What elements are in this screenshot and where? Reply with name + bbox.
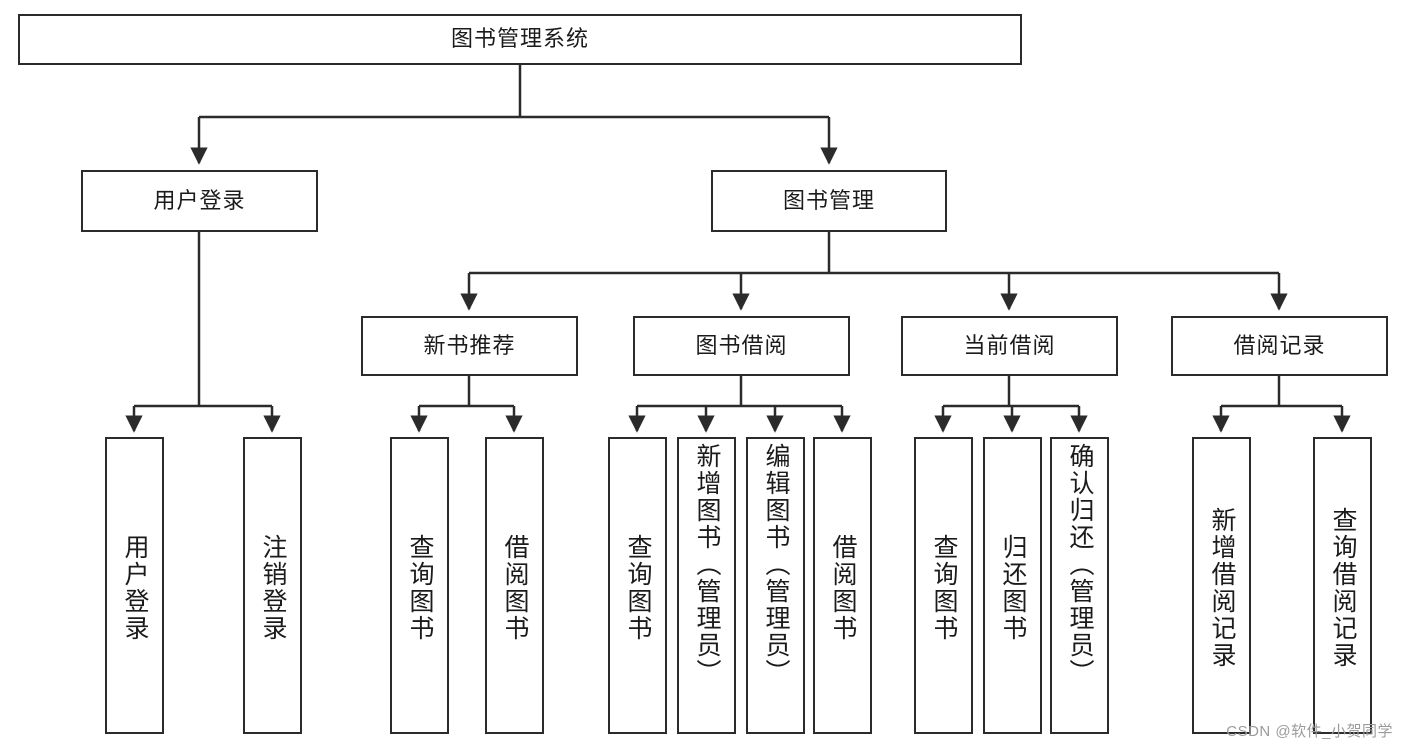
leaf-node-label: 查询图书 <box>930 533 958 642</box>
leaf-node-label: 用户登录 <box>121 533 149 642</box>
node-root[interactable]: 图书管理系统 <box>18 14 1022 65</box>
leaf-node[interactable]: 新增借阅记录 <box>1192 437 1251 734</box>
leaf-node-label: 注销登录 <box>259 533 287 642</box>
node-book-management[interactable]: 图书管理 <box>711 170 947 232</box>
leaf-node[interactable]: 查询图书 <box>608 437 667 734</box>
node-root-label: 图书管理系统 <box>450 26 589 52</box>
leaf-node[interactable]: 用户登录 <box>105 437 164 734</box>
leaf-node[interactable]: 查询借阅记录 <box>1313 437 1372 734</box>
leaf-node[interactable]: 注销登录 <box>243 437 302 734</box>
leaf-node[interactable]: 查询图书 <box>914 437 973 734</box>
leaf-node[interactable]: 确认归还（管理员） <box>1050 437 1109 734</box>
node-new-book-recommend[interactable]: 新书推荐 <box>361 316 578 376</box>
node-user-login-label: 用户登录 <box>153 187 246 213</box>
node-book-borrow-label: 图书借阅 <box>695 332 788 358</box>
node-book-management-label: 图书管理 <box>782 187 875 213</box>
leaf-node[interactable]: 编辑图书（管理员） <box>746 437 805 734</box>
leaf-node-label: 新增借阅记录 <box>1208 506 1236 669</box>
node-new-book-recommend-label: 新书推荐 <box>423 332 516 358</box>
leaf-node-label: 新增图书（管理员） <box>693 443 721 686</box>
node-book-borrow[interactable]: 图书借阅 <box>633 316 850 376</box>
leaf-node-label: 借阅图书 <box>501 533 529 642</box>
leaf-node-label: 查询图书 <box>624 533 652 642</box>
node-borrow-records[interactable]: 借阅记录 <box>1171 316 1388 376</box>
leaf-node-label: 借阅图书 <box>829 533 857 642</box>
leaf-node[interactable]: 借阅图书 <box>485 437 544 734</box>
leaf-node[interactable]: 借阅图书 <box>813 437 872 734</box>
node-user-login[interactable]: 用户登录 <box>81 170 318 232</box>
leaf-node-label: 查询借阅记录 <box>1329 506 1357 669</box>
node-borrow-records-label: 借阅记录 <box>1233 332 1326 358</box>
leaf-node[interactable]: 新增图书（管理员） <box>677 437 736 734</box>
leaf-node-label: 查询图书 <box>406 533 434 642</box>
leaf-node-label: 归还图书 <box>999 533 1027 642</box>
node-current-borrow[interactable]: 当前借阅 <box>901 316 1118 376</box>
leaf-node-label: 编辑图书（管理员） <box>762 443 790 686</box>
leaf-node[interactable]: 归还图书 <box>983 437 1042 734</box>
leaf-node[interactable]: 查询图书 <box>390 437 449 734</box>
leaf-node-label: 确认归还（管理员） <box>1066 443 1094 686</box>
node-current-borrow-label: 当前借阅 <box>963 332 1056 358</box>
